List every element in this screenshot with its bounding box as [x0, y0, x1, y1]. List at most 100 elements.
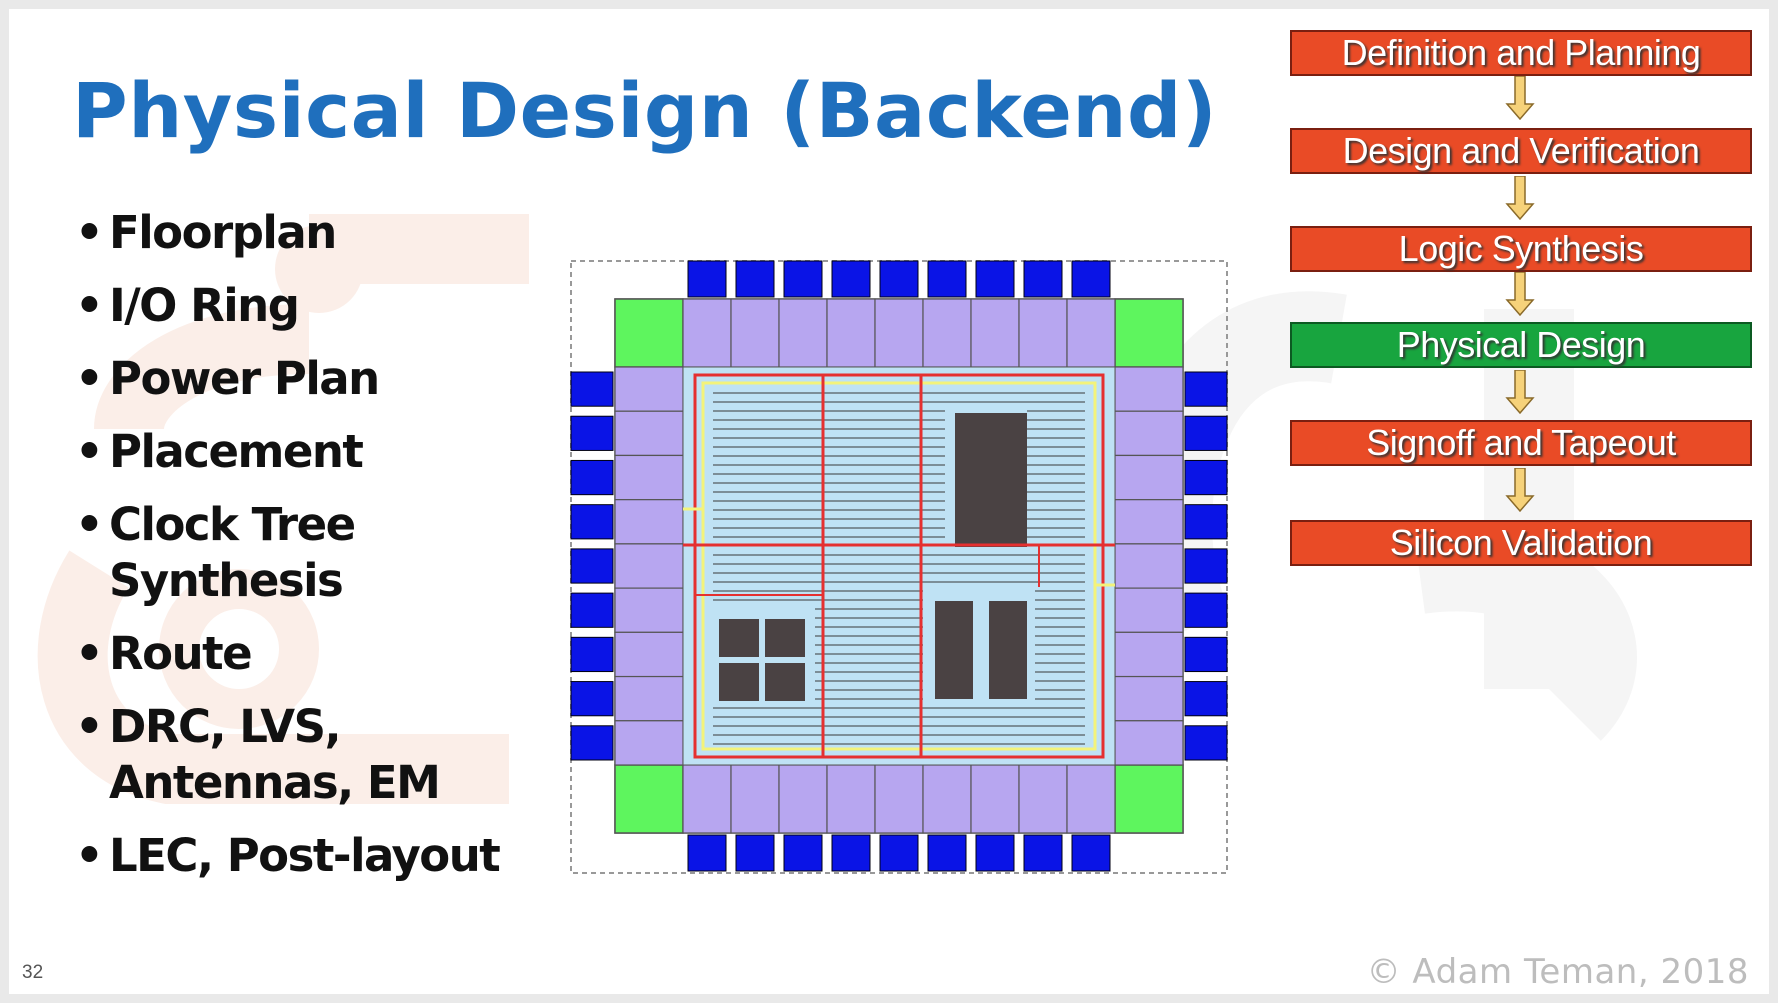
io-pad: [687, 834, 727, 872]
io-pad: [570, 459, 614, 496]
io-cell: [614, 631, 684, 678]
bullet-item: DRC, LVS, Antennas, EM: [75, 699, 535, 811]
io-pad: [1071, 834, 1111, 872]
io-pad: [831, 834, 871, 872]
io-cell: [730, 298, 780, 368]
io-pad: [783, 834, 823, 872]
io-pad: [570, 681, 614, 717]
io-cell: [730, 764, 780, 834]
io-pad: [570, 636, 614, 673]
bullet-item: Floorplan: [75, 205, 535, 261]
io-cell: [682, 764, 732, 834]
io-pad: [1184, 636, 1228, 673]
io-cell: [614, 454, 684, 501]
down-arrow-icon: [1505, 370, 1535, 414]
io-cell: [614, 410, 684, 457]
io-pad: [975, 260, 1015, 298]
macro-block: [765, 663, 805, 701]
bullet-item: LEC, Post-layout: [75, 828, 535, 884]
flow-step-definition-and-planning: Definition and Planning: [1290, 30, 1752, 76]
io-pad: [1184, 459, 1228, 496]
io-pad: [570, 725, 614, 761]
io-pad: [783, 260, 823, 298]
bullet-item: I/O Ring: [75, 278, 535, 334]
io-pad: [687, 260, 727, 298]
macro-block: [719, 663, 759, 701]
bullet-list: Floorplan I/O Ring Power Plan Placement …: [75, 205, 535, 901]
io-pad: [1184, 681, 1228, 717]
io-pad: [831, 260, 871, 298]
io-cell: [922, 764, 972, 834]
io-pad: [1184, 548, 1228, 584]
io-cell: [1114, 587, 1184, 633]
macro-block: [719, 619, 759, 657]
io-cell: [614, 366, 684, 412]
copyright-notice: © Adam Teman, 2018: [1366, 952, 1749, 992]
io-cell: [1066, 764, 1116, 834]
io-pad: [570, 548, 614, 584]
io-pad: [879, 834, 919, 872]
core-area: [682, 366, 1116, 766]
corner-cell: [614, 298, 684, 368]
io-cell: [1066, 298, 1116, 368]
corner-cell: [1114, 298, 1184, 368]
io-pad: [1184, 725, 1228, 761]
io-pad: [1184, 415, 1228, 451]
slide-title: Physical Design (Backend): [72, 66, 1218, 155]
io-cell: [1114, 366, 1184, 412]
io-cell: [1018, 298, 1068, 368]
bullet-item: Clock Tree Synthesis: [75, 497, 535, 609]
page-number: 32: [22, 962, 44, 983]
io-pad: [927, 834, 967, 872]
power-ring: [693, 373, 1105, 759]
io-cell: [1114, 410, 1184, 457]
bullet-item: Placement: [75, 424, 535, 480]
io-pad: [975, 834, 1015, 872]
io-cell: [614, 543, 684, 589]
io-pad: [927, 260, 967, 298]
flow-step-signoff-and-tapeout: Signoff and Tapeout: [1290, 420, 1752, 466]
io-pad: [570, 371, 614, 407]
flow-step-design-and-verification: Design and Verification: [1290, 128, 1752, 174]
io-cell: [1114, 631, 1184, 678]
io-pad: [1184, 371, 1228, 407]
macro-block: [989, 601, 1027, 699]
io-pad: [1184, 504, 1228, 540]
io-pad: [879, 260, 919, 298]
io-cell: [614, 675, 684, 722]
io-pad: [735, 260, 775, 298]
io-pad: [735, 834, 775, 872]
io-pad: [570, 504, 614, 540]
io-cell: [826, 298, 876, 368]
io-cell: [970, 298, 1020, 368]
io-pad: [570, 415, 614, 451]
io-pad: [1023, 260, 1063, 298]
io-cell: [614, 720, 684, 766]
io-cell: [614, 587, 684, 633]
macro-block: [935, 601, 973, 699]
io-pad: [1184, 592, 1228, 628]
corner-cell: [614, 764, 684, 834]
io-cell: [874, 298, 924, 368]
power-ring-inner: [701, 381, 1097, 751]
flow-step-silicon-validation: Silicon Validation: [1290, 520, 1752, 566]
io-cell: [778, 764, 828, 834]
corner-cell: [1114, 764, 1184, 834]
macro-block: [955, 413, 1027, 547]
io-cell: [1114, 499, 1184, 545]
bullet-item: Route: [75, 626, 535, 682]
io-pad: [1023, 834, 1063, 872]
io-cell: [614, 499, 684, 545]
bullet-item: Power Plan: [75, 351, 535, 407]
macro-block: [765, 619, 805, 657]
io-pad: [570, 592, 614, 628]
io-cell: [778, 298, 828, 368]
io-cell: [970, 764, 1020, 834]
floorplan-diagram: [570, 260, 1228, 874]
down-arrow-icon: [1505, 468, 1535, 512]
io-cell: [922, 298, 972, 368]
slide: Physical Design (Backend) Floorplan I/O …: [9, 9, 1769, 994]
io-cell: [682, 298, 732, 368]
down-arrow-icon: [1505, 76, 1535, 120]
io-pad: [1071, 260, 1111, 298]
